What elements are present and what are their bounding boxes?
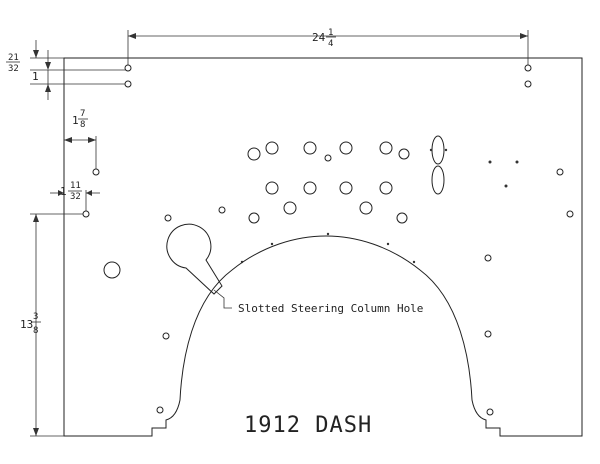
left-dim-num: 7 xyxy=(80,109,85,119)
drawing-title: 1912 DASH xyxy=(244,413,372,438)
left2-dim-den: 32 xyxy=(70,192,81,202)
width-dim-whole: 24 xyxy=(312,31,326,44)
slotted-oval xyxy=(429,135,448,195)
left-dim-whole: 1 xyxy=(72,114,79,127)
height-dim-den: 8 xyxy=(33,326,38,336)
hole-gap-dim: 1 xyxy=(32,70,39,83)
panel-outline xyxy=(63,57,583,437)
left-dim-den: 8 xyxy=(80,120,85,130)
mounting-holes xyxy=(82,64,574,416)
callout-label: Slotted Steering Column Hole xyxy=(238,302,423,315)
top-dim-num: 21 xyxy=(8,53,19,63)
callout-leader xyxy=(213,289,232,309)
left2-dim-whole: 1 xyxy=(60,185,67,198)
left2-dim-num: 11 xyxy=(70,181,81,191)
gauge-holes xyxy=(103,141,410,279)
width-dim-num: 1 xyxy=(328,28,333,38)
top-dim-den: 32 xyxy=(8,64,19,74)
height-dim-num: 3 xyxy=(33,312,38,322)
small-dots xyxy=(240,160,519,264)
steering-column-slot xyxy=(166,223,223,295)
width-dim-den: 4 xyxy=(328,39,333,49)
height-dim-whole: 13 xyxy=(20,318,33,331)
